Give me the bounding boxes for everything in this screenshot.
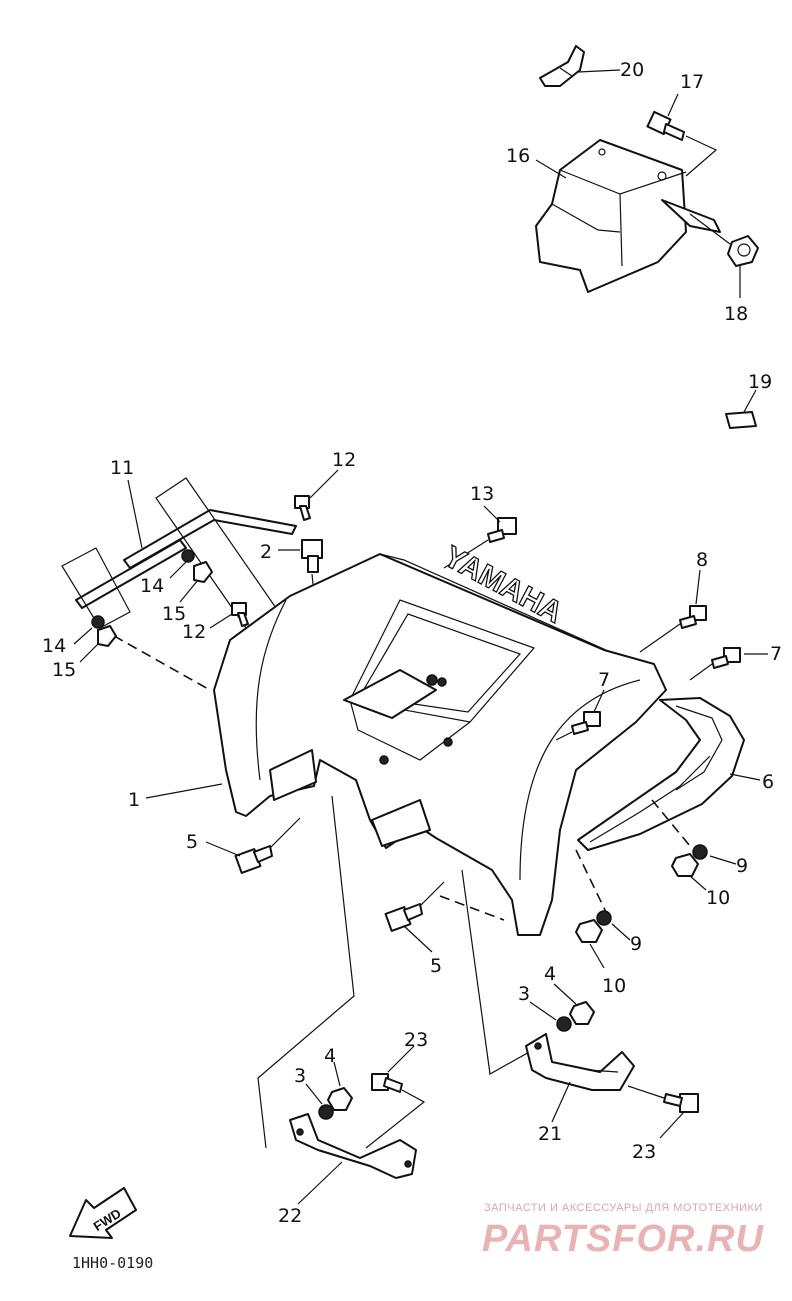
callout-14b: 14 <box>42 635 66 657</box>
part-5-bolts <box>234 817 445 932</box>
part-3-4-hardware-right <box>556 1001 595 1032</box>
callout-19: 19 <box>748 371 772 393</box>
callout-18: 18 <box>724 303 748 325</box>
part-6-rear-cover <box>577 697 745 851</box>
callout-17: 17 <box>680 71 704 93</box>
forward-direction-arrow: FWD <box>69 1187 137 1239</box>
callout-10a: 10 <box>706 887 730 909</box>
part-7-8-bolts <box>555 605 741 741</box>
callout-12a: 12 <box>332 449 356 471</box>
part-18-nut <box>689 213 759 267</box>
part-17-bolt <box>646 110 718 177</box>
drawing-code: 1HH0-0190 <box>72 1254 154 1272</box>
part-22-bracket <box>289 1113 417 1179</box>
callout-16: 16 <box>506 145 530 167</box>
part-3-4-hardware-left <box>318 1087 353 1120</box>
callout-3a: 3 <box>518 983 530 1005</box>
callout-2: 2 <box>260 541 272 563</box>
callout-15a: 15 <box>162 603 186 625</box>
callout-15b: 15 <box>52 659 76 681</box>
part-12-screws <box>231 495 311 627</box>
callout-5b: 5 <box>430 955 442 977</box>
callout-11: 11 <box>110 457 134 479</box>
watermark-caption: ЗАПЧАСТИ И АКСЕССУАРЫ ДЛЯ МОТОТЕХНИКИ <box>484 1202 763 1214</box>
part-13-bolt <box>443 517 517 569</box>
callout-8: 8 <box>696 549 708 571</box>
callout-12b: 12 <box>182 621 206 643</box>
callout-4b: 4 <box>324 1045 336 1067</box>
callout-1: 1 <box>128 789 140 811</box>
callout-9a: 9 <box>736 855 748 877</box>
callout-23a: 23 <box>404 1029 428 1051</box>
callout-14a: 14 <box>140 575 164 597</box>
callout-9b: 9 <box>630 933 642 955</box>
part-14-15-hardware <box>91 549 213 647</box>
part-23-bolts <box>365 1073 699 1149</box>
callout-10b: 10 <box>602 975 626 997</box>
callout-4a: 4 <box>544 963 556 985</box>
callout-22: 22 <box>278 1205 302 1227</box>
callout-20: 20 <box>620 59 644 81</box>
part-16-tool-box <box>535 139 721 293</box>
callouts: 20 17 16 18 19 11 12 2 13 14 15 12 14 15… <box>42 59 782 1227</box>
callout-21: 21 <box>538 1123 562 1145</box>
callout-5a: 5 <box>186 831 198 853</box>
callout-6: 6 <box>762 771 774 793</box>
part-20-clip <box>539 45 585 87</box>
callout-13: 13 <box>470 483 494 505</box>
part-1-rear-fender <box>213 553 667 936</box>
part-9-10-hardware <box>575 799 708 943</box>
part-19-pad <box>725 411 757 429</box>
callout-23b: 23 <box>632 1141 656 1163</box>
callout-7a: 7 <box>770 643 782 665</box>
callout-3b: 3 <box>294 1065 306 1087</box>
watermark-logo: PARTSFOR.RU <box>482 1218 764 1260</box>
part-21-bracket <box>525 1033 635 1091</box>
callout-7b: 7 <box>598 669 610 691</box>
assembly-leader-lines <box>257 795 541 1149</box>
